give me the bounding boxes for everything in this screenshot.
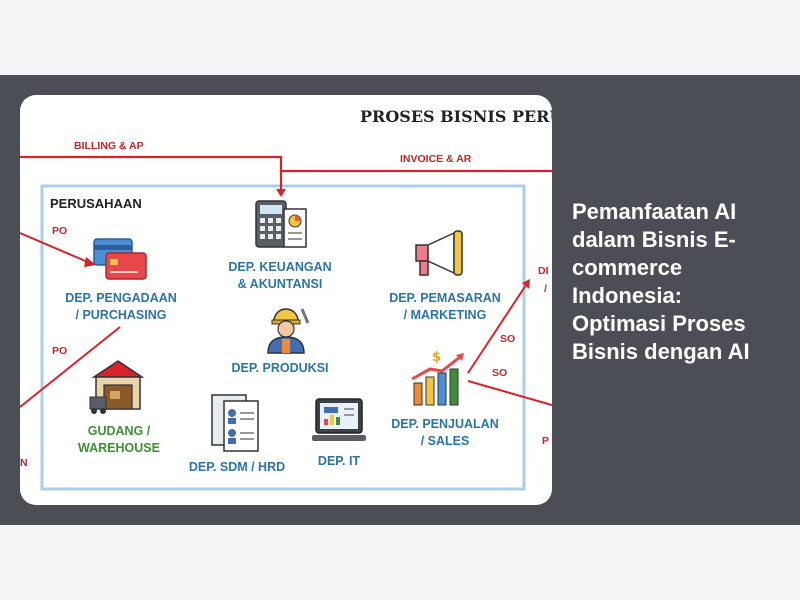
warehouse-icon [88, 355, 148, 420]
diagram-image-card: PROSES BISNIS PERU PERUSAHAAN BILLING & … [20, 95, 552, 505]
company-label: PERUSAHAAN [50, 196, 142, 211]
credit-card-icon [92, 235, 148, 288]
so-top-flow-line [467, 284, 527, 374]
dept-pemasaran-line1: DEP. PEMASARAN [389, 291, 501, 305]
dept-keuangan-line2: & AKUNTANSI [237, 277, 323, 291]
edge-right-top2-label: / [544, 283, 547, 295]
billing-arrowhead [276, 189, 286, 197]
calculator-icon [254, 199, 310, 256]
dept-pemasaran-line2: / MARKETING [403, 308, 487, 322]
billing-flow-line [20, 155, 283, 193]
billing-label: BILLING & AP [74, 140, 144, 152]
company-box [40, 184, 526, 491]
dept-sdm: DEP. SDM / HRD [188, 460, 286, 474]
po-top-label: PO [52, 225, 68, 237]
megaphone-icon [412, 229, 468, 286]
worker-icon [260, 303, 312, 360]
edge-right-bottom-label: P [542, 435, 550, 447]
dept-gudang-line1: GUDANG / [87, 424, 151, 438]
diagram-title: PROSES BISNIS PERU [360, 107, 552, 126]
po-top-arrowhead [84, 257, 96, 267]
dept-keuangan-line1: DEP. KEUANGAN [228, 260, 332, 274]
documents-icon [210, 393, 264, 458]
dept-penjualan-line1: DEP. PENJUALAN [391, 417, 499, 431]
so-top-label: SO [500, 333, 516, 345]
dept-produksi: DEP. PRODUKSI [231, 361, 329, 375]
dept-pengadaan-line1: DEP. PENGADAAN [65, 291, 177, 305]
dept-gudang-line2: WAREHOUSE [78, 441, 160, 455]
article-headline: Pemanfaatan AI dalam Bisnis E-commerce I… [572, 199, 750, 364]
edge-left-label: N [20, 457, 28, 469]
edge-right-top-label: DI [538, 265, 549, 277]
dept-pengadaan-line2: / PURCHASING [75, 308, 167, 322]
invoice-label: INVOICE & AR [400, 153, 472, 165]
po-bottom-flow-line [20, 326, 121, 408]
so-top-arrowhead [522, 279, 530, 289]
so-bottom-flow-line [467, 380, 552, 406]
flow-lines [20, 155, 552, 491]
po-bottom-label: PO [52, 345, 68, 357]
dept-it: DEP. IT [317, 454, 361, 468]
monitor-icon [312, 397, 368, 452]
svg-text:$: $ [432, 350, 441, 365]
so-bottom-label: SO [492, 367, 508, 379]
growth-chart-icon: $ [408, 349, 468, 414]
dept-penjualan-line2: / SALES [420, 434, 470, 448]
po-top-flow-line [20, 232, 91, 264]
